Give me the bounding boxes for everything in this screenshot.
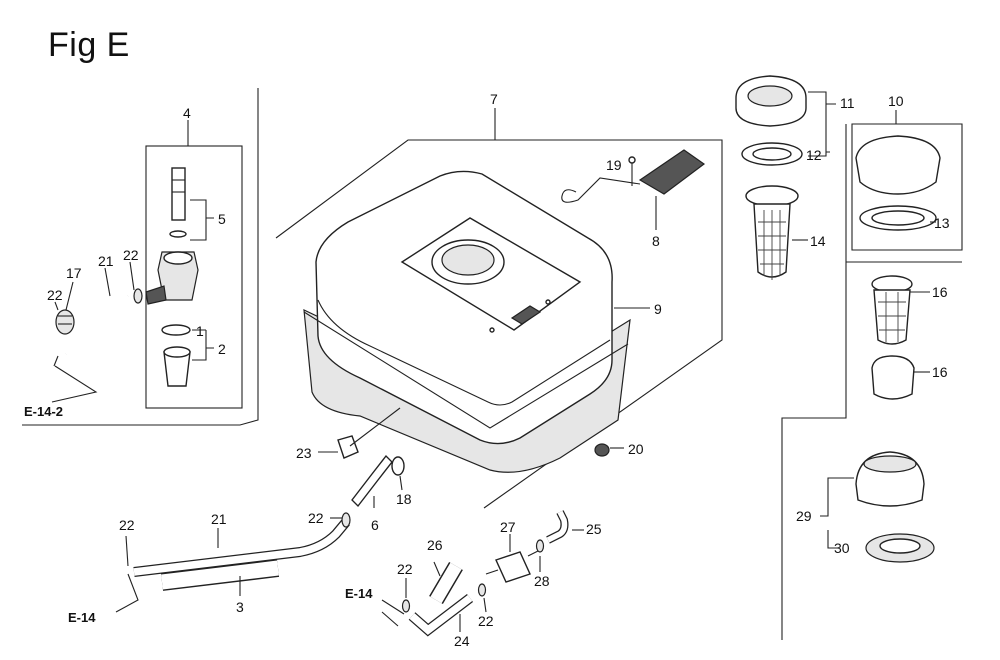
callout-22d: 22 bbox=[119, 517, 135, 533]
filler-cap-group bbox=[735, 75, 963, 640]
callout-labels: 4 5 1 2 21 22 17 22 E-14-2 7 19 8 9 23 2… bbox=[24, 91, 950, 649]
drain-plug bbox=[351, 454, 393, 508]
fuel-valve-body bbox=[157, 251, 199, 301]
callout-3: 3 bbox=[236, 599, 244, 615]
fuel-gauge-unit bbox=[638, 149, 706, 195]
callout-24: 24 bbox=[454, 633, 470, 649]
callout-22f: 22 bbox=[478, 613, 494, 629]
valve-strainer-tube bbox=[171, 167, 186, 221]
ref-e-14-2: E-14-2 bbox=[24, 404, 63, 419]
tank-bolt bbox=[337, 435, 359, 459]
fuel-filter bbox=[495, 551, 531, 583]
callout-13: 13 bbox=[934, 215, 950, 231]
group-border-left bbox=[22, 88, 259, 426]
callout-21b: 21 bbox=[211, 511, 227, 527]
alt-filler-cap bbox=[855, 135, 941, 195]
fuel-gauge-window bbox=[510, 305, 542, 325]
callout-1: 1 bbox=[196, 323, 204, 339]
callout-12: 12 bbox=[806, 147, 822, 163]
fuel-tank-shell bbox=[315, 170, 613, 445]
callout-27: 27 bbox=[500, 519, 516, 535]
right-group-border bbox=[781, 124, 847, 640]
fuel-valve-group bbox=[22, 88, 259, 426]
callout-28: 28 bbox=[534, 573, 550, 589]
fuel-gauge-float-arm bbox=[561, 177, 641, 203]
drain-washer bbox=[391, 456, 405, 476]
ref-e-14-b: E-14 bbox=[345, 586, 373, 601]
valve-gasket bbox=[161, 324, 191, 336]
callout-19: 19 bbox=[606, 157, 622, 173]
alt-cap-box bbox=[851, 123, 963, 251]
callout-7: 7 bbox=[490, 91, 498, 107]
callout-10: 10 bbox=[888, 93, 904, 109]
tank-nut bbox=[594, 443, 610, 457]
callout-22b: 22 bbox=[47, 287, 63, 303]
tank-group-border bbox=[275, 139, 723, 509]
callout-21a: 21 bbox=[98, 253, 114, 269]
ref-e-14-a: E-14 bbox=[68, 610, 96, 625]
hose-clamp bbox=[133, 288, 143, 304]
callout-17: 17 bbox=[66, 265, 82, 281]
callout-20: 20 bbox=[628, 441, 644, 457]
callout-29: 29 bbox=[796, 508, 812, 524]
callout-18: 18 bbox=[396, 491, 412, 507]
callout-9: 9 bbox=[654, 301, 662, 317]
valve-lever bbox=[145, 285, 167, 305]
fuel-tank-group bbox=[275, 108, 723, 509]
callout-2: 2 bbox=[218, 341, 226, 357]
callout-22e: 22 bbox=[397, 561, 413, 577]
callout-25: 25 bbox=[586, 521, 602, 537]
callout-14: 14 bbox=[810, 233, 826, 249]
fuel-strainer-basket bbox=[745, 185, 799, 207]
fuel-line-group bbox=[115, 510, 584, 637]
valve-inner-box bbox=[145, 145, 243, 409]
fuel-strainer bbox=[55, 309, 75, 335]
callout-5: 5 bbox=[218, 211, 226, 227]
callout-4: 4 bbox=[183, 105, 191, 121]
callout-22a: 22 bbox=[123, 247, 139, 263]
strainer-holder bbox=[871, 355, 915, 400]
callout-6: 6 bbox=[371, 517, 379, 533]
callout-16b: 16 bbox=[932, 364, 948, 380]
callout-11: 11 bbox=[840, 95, 855, 111]
callout-30: 30 bbox=[834, 540, 850, 556]
figure-title: Fig E bbox=[48, 26, 130, 64]
callout-16a: 16 bbox=[932, 284, 948, 300]
callout-8: 8 bbox=[652, 233, 660, 249]
callout-23: 23 bbox=[296, 445, 312, 461]
callout-22c: 22 bbox=[308, 510, 324, 526]
gauge-screw bbox=[628, 156, 636, 164]
callout-26: 26 bbox=[427, 537, 443, 553]
